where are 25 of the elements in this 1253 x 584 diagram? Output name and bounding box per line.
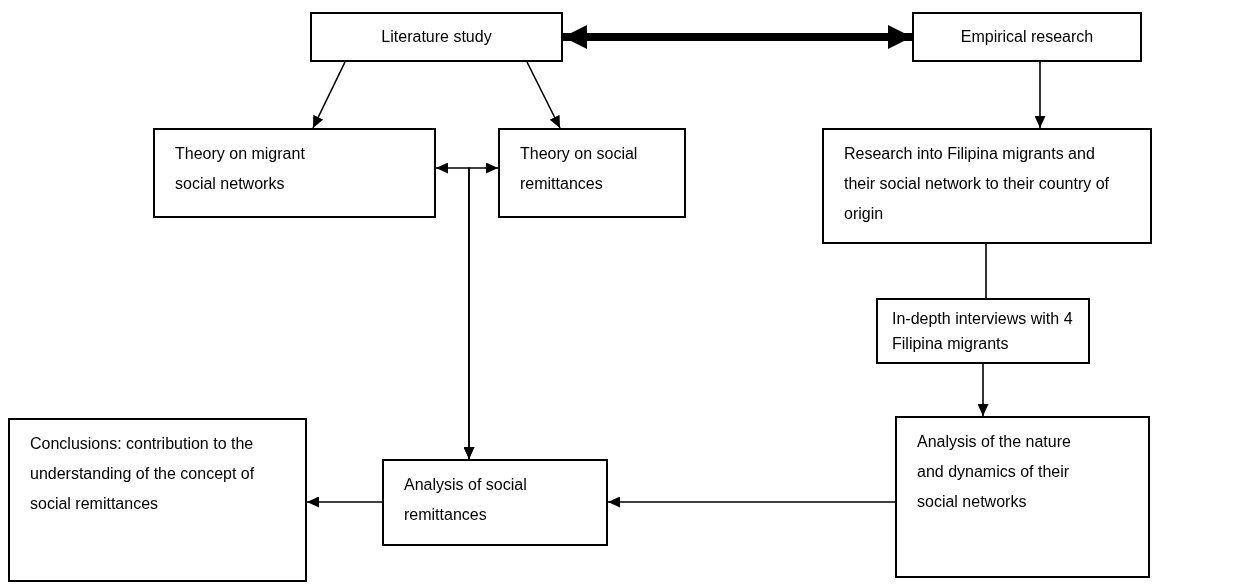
process-box xyxy=(822,128,1152,244)
process-box xyxy=(895,416,1150,578)
box-text: Conclusions: contribution to the understanding of the concept of social remittances xyxy=(30,434,255,514)
arrow xyxy=(563,25,912,49)
arrow xyxy=(526,61,561,129)
box-text: Research into Filipina migrants and their social network to their country of origin xyxy=(844,144,1110,224)
box-text: Literature study xyxy=(380,27,493,47)
box-text: In-depth interviews with 4 Filipina migrants xyxy=(892,309,1074,354)
process-box xyxy=(876,298,1090,364)
box-text: Theory on migrant social networks xyxy=(175,144,306,194)
process-box xyxy=(310,12,563,62)
arrow xyxy=(312,61,346,129)
process-box xyxy=(382,459,608,546)
process-box xyxy=(912,12,1142,62)
box-text: Empirical research xyxy=(959,27,1095,47)
box-text: Analysis of social remittances xyxy=(404,475,528,525)
box-text: Analysis of the nature and dynamics of their social networks xyxy=(917,432,1072,512)
arrow xyxy=(463,162,499,460)
box-text: Theory on social remittances xyxy=(520,144,639,194)
process-box xyxy=(8,418,307,582)
arrow xyxy=(306,496,383,508)
arrow xyxy=(607,496,896,508)
arrow xyxy=(1034,61,1046,129)
process-box xyxy=(498,128,686,218)
process-box xyxy=(153,128,436,218)
